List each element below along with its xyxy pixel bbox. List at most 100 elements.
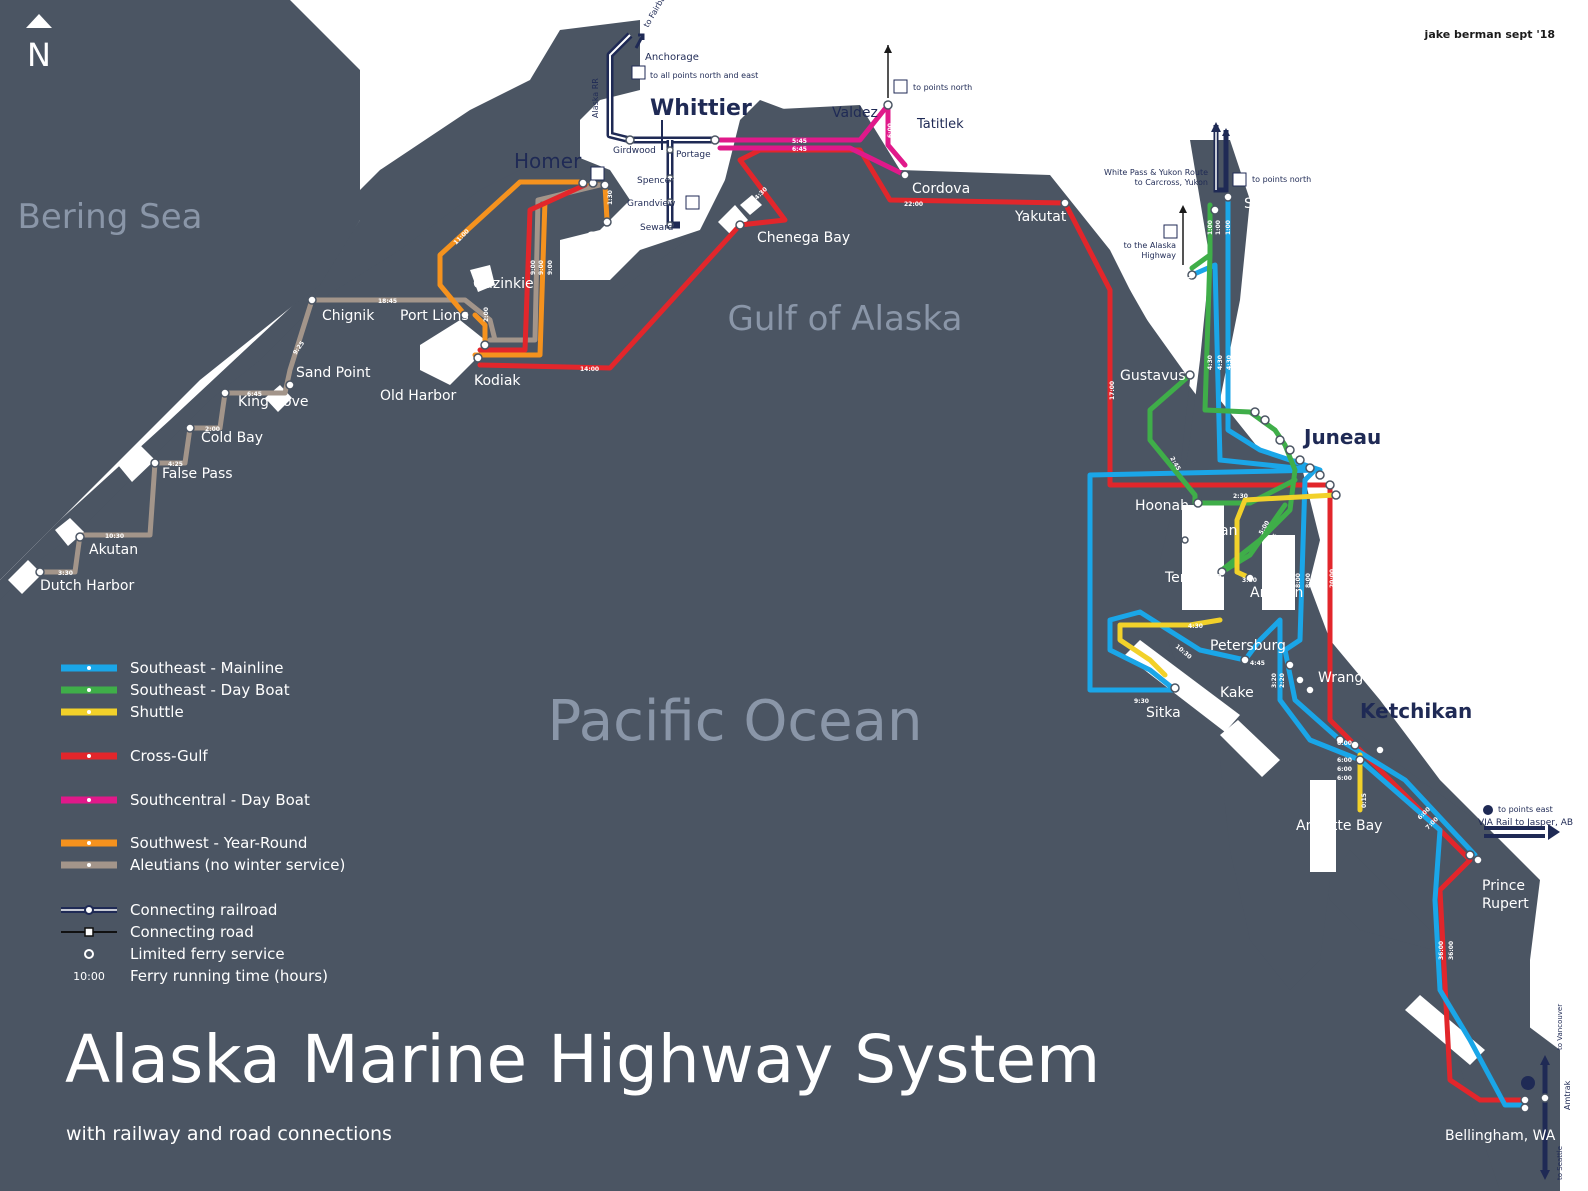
port-dutch-harbor: Dutch Harbor [40, 578, 134, 594]
legend-item: 10:00 Ferry running time (hours) [73, 967, 328, 985]
admiralty-island [1262, 535, 1295, 610]
highway-shield-icon [685, 195, 700, 210]
time-label: 4:30 [1243, 423, 1258, 430]
legend-label: Connecting road [130, 923, 254, 941]
conn-anchorage: Anchorage [645, 52, 699, 63]
time-label: 6:00 [887, 123, 894, 138]
time-label: 20:00 [1329, 569, 1336, 588]
time-label: 3:50 [1242, 577, 1257, 584]
conn-to-vancouver: to Vancouver [1556, 1004, 1564, 1050]
port-ouzinkie: Ouzinkie [473, 276, 534, 292]
port-bellingham: Bellingham, WA [1445, 1128, 1556, 1144]
north-arrow-icon [26, 14, 52, 28]
time-label: 1:00 [1207, 220, 1214, 235]
port-false-pass: False Pass [162, 466, 233, 482]
conn-spencer: Spencer [637, 176, 674, 186]
time-label: 36:00 [1448, 941, 1455, 960]
akutan-island [55, 518, 84, 546]
port-juneau: Juneau [1302, 425, 1381, 449]
port-homer: Homer [514, 149, 582, 173]
port-haines: Haines [1145, 273, 1193, 289]
legend-station-dot [87, 666, 91, 670]
legend-station-dot [87, 863, 91, 867]
legend-station-dot [87, 841, 91, 845]
time-label: 3:30 [58, 570, 73, 577]
port-annette-bay: Annette Bay [1296, 818, 1382, 834]
chenega-island-1 [718, 205, 748, 236]
time-label: 5:45 [792, 138, 807, 145]
legend-item: Connecting railroad [61, 901, 277, 919]
conn-seward: Seward [640, 223, 673, 233]
time-label: 6:00 [1337, 775, 1352, 782]
time-label: 1:00 [1225, 220, 1232, 235]
conn-all-points: to all points north and east [650, 71, 758, 80]
conn-girdwood: Girdwood [613, 146, 656, 156]
legend-item: Southcentral - Day Boat [61, 791, 310, 809]
water-areas [0, 0, 1530, 1191]
unimak-island [118, 445, 155, 482]
gulf-of-alaska-label: Gulf of Alaska [728, 299, 963, 339]
port-labels: Dutch Harbor Akutan False Pass Cold Bay … [40, 96, 1556, 1144]
highway-shield-icon [1163, 224, 1178, 239]
pacific-ocean-label: Pacific Ocean [548, 689, 923, 754]
port-gustavus: Gustavus [1120, 368, 1186, 384]
time-label: 14:00 [580, 366, 599, 373]
legend-time-sample: 10:00 [73, 970, 105, 983]
highway-shield-icon [893, 79, 908, 94]
port-tatitlek: Tatitlek [916, 117, 964, 132]
time-label: 9:00 [547, 260, 554, 275]
conn-wp-yukon-2: to Carcross, Yukon [1135, 178, 1208, 187]
time-label: 22:00 [904, 201, 923, 208]
legend-label: Limited ferry service [130, 945, 285, 963]
map-subtitle: with railway and road connections [66, 1123, 392, 1145]
legend-item: Southwest - Year-Round [61, 834, 307, 852]
time-label: 2:00 [483, 307, 490, 322]
legend-item: Shuttle [61, 703, 184, 721]
arrow-fairbanks-icon [634, 33, 645, 49]
time-label: 1:00 [1215, 220, 1222, 235]
time-label: 2:00 [205, 426, 220, 433]
time-label: 6:00 [1337, 740, 1352, 747]
conn-wp-yukon-1: White Pass & Yukon Route [1104, 168, 1208, 177]
port-chignik: Chignik [322, 308, 375, 324]
legend-label: Shuttle [130, 703, 184, 721]
north-arrow: N [26, 14, 52, 74]
port-port-lions: Port Lions [400, 308, 469, 324]
legend-label: Ferry running time (hours) [130, 967, 328, 985]
arrow-right-icon [1548, 824, 1560, 840]
legend-item: Southeast - Day Boat [61, 681, 290, 699]
highway-shield-icon [590, 166, 605, 181]
legend-label: Aleutians (no winter service) [130, 856, 345, 874]
arrow-up-icon [1179, 205, 1187, 213]
port-whittier: Whittier [650, 96, 752, 121]
unalaska-island [8, 560, 42, 594]
port-old-harbor: Old Harbor [380, 388, 457, 404]
map-title: Alaska Marine Highway System [65, 1021, 1100, 1098]
conn-portage: Portage [676, 150, 711, 160]
time-label: 4:30 [1217, 355, 1224, 370]
connection-labels: Anchorage to Fairbanks to all points nor… [591, 0, 1573, 1180]
legend-item: Limited ferry service [84, 945, 285, 963]
legend-station-dot [87, 710, 91, 714]
islands [8, 195, 1485, 1065]
time-label: 2:20 [1279, 673, 1286, 688]
conn-ak-hwy-1: to the Alaska [1124, 241, 1177, 250]
port-sitka: Sitka [1146, 705, 1181, 721]
time-label: 8:00 [1305, 573, 1312, 588]
port-ketchikan: Ketchikan [1360, 699, 1472, 723]
port-akutan: Akutan [89, 542, 138, 558]
kodiak-island [420, 320, 485, 385]
afognak-island [470, 265, 495, 292]
time-label: 8:00 [1295, 573, 1302, 588]
port-tenakee: Tenakee [1164, 570, 1222, 586]
port-sand-point: Sand Point [296, 365, 371, 381]
author-credit: jake berman sept '18 [1424, 28, 1555, 41]
time-label: 1:30 [607, 190, 614, 205]
annette-island [1310, 780, 1336, 872]
port-prince-rupert-2: Rupert [1482, 896, 1529, 912]
port-seldovia: Seldovia [587, 230, 647, 246]
chenega-island-2 [740, 195, 762, 215]
conn-ak-hwy-2: Highway [1141, 251, 1176, 260]
legend-station-dot [87, 798, 91, 802]
